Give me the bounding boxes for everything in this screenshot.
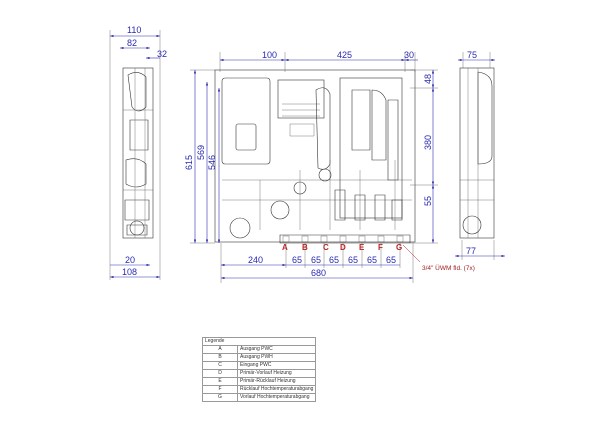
legend-label: Primär-Vorlauf Heizung — [236, 369, 317, 378]
dim-65-1: 65 — [292, 255, 302, 265]
heat-exchanger-unit — [221, 77, 271, 165]
dim-110: 110 — [127, 25, 141, 35]
legend-key: C — [202, 361, 238, 370]
legend-key: G — [202, 393, 238, 402]
dim-55: 55 — [423, 196, 433, 206]
legend-title: Legende — [201, 337, 317, 346]
dim-77: 77 — [466, 246, 476, 256]
dim-425: 425 — [337, 50, 352, 60]
legend-label: Primär-Rücklauf Heizung — [236, 377, 317, 386]
dim-680: 680 — [311, 268, 326, 278]
dim-48: 48 — [423, 74, 433, 84]
connection-letters: A B C D E F G — [282, 243, 402, 252]
connection-f: F — [378, 243, 383, 252]
dim-65-2: 65 — [311, 255, 321, 265]
dim-65-3: 65 — [329, 255, 339, 265]
legend-key: D — [202, 369, 238, 378]
legend-key: E — [202, 377, 238, 386]
legend-key: F — [202, 385, 238, 394]
legend-label: Ausgang PWC — [236, 345, 317, 354]
dim-75: 75 — [467, 50, 477, 60]
legend-key: B — [202, 353, 238, 362]
dim-108: 108 — [122, 267, 137, 277]
dim-32: 32 — [157, 49, 167, 59]
legend-label: Ausgang PWH — [236, 353, 317, 362]
legend-key: A — [202, 345, 238, 354]
left-side-dimensions: 110 82 32 20 108 — [109, 25, 167, 280]
dim-380: 380 — [423, 135, 433, 150]
legend-label: Vorlauf Hochtemperaturabgang — [236, 393, 317, 402]
front-view — [214, 69, 416, 244]
dim-240: 240 — [248, 255, 263, 265]
legend-label: Rücklauf Hochtemperaturabgang — [236, 385, 317, 394]
connection-c: C — [323, 243, 329, 252]
fitting-note: 3/4" ÜWM fld. (7x) — [422, 264, 475, 272]
right-side-view — [459, 67, 495, 239]
left-side-view — [122, 67, 154, 239]
dim-65-6: 65 — [386, 255, 396, 265]
right-side-dimensions: 75 77 — [455, 50, 505, 260]
dim-65-5: 65 — [367, 255, 377, 265]
dim-30: 30 — [404, 50, 414, 60]
dim-615: 615 — [184, 155, 194, 170]
connection-a: A — [282, 243, 288, 252]
dim-20: 20 — [125, 255, 135, 265]
dim-100: 100 — [262, 50, 277, 60]
dim-65-4: 65 — [348, 255, 358, 265]
dim-569: 569 — [196, 145, 206, 160]
connection-g: G — [396, 243, 402, 252]
dim-82: 82 — [127, 38, 137, 48]
legend-label: Eingang PWC — [236, 361, 317, 370]
front-dimensions: 100 425 30 615 569 546 48 380 55 240 65 … — [184, 50, 475, 283]
dim-546: 546 — [207, 155, 217, 170]
